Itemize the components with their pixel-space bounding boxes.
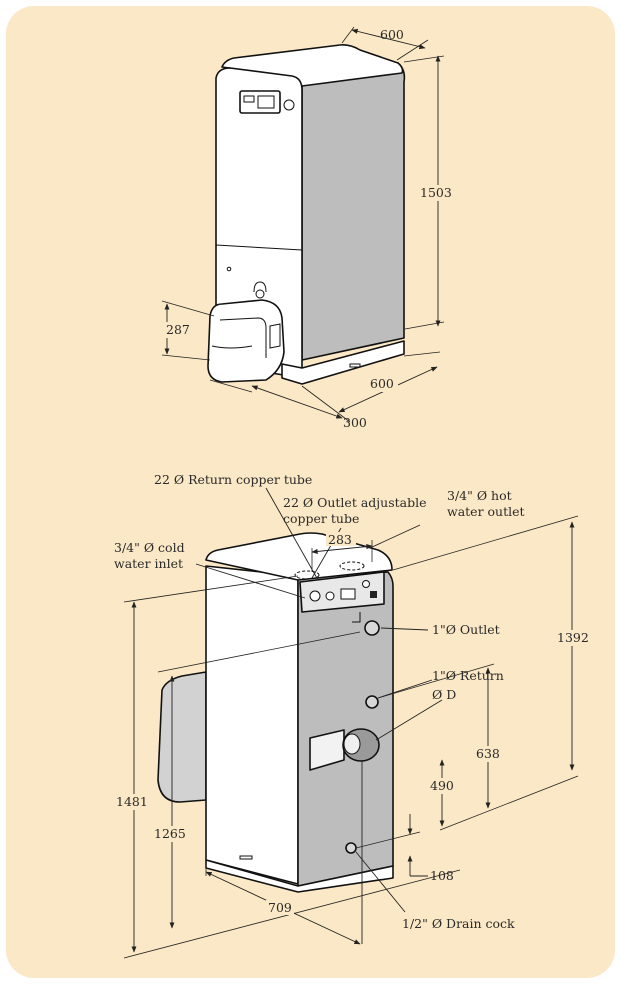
dim-label-490: 490 (430, 778, 454, 793)
extension-line (403, 351, 441, 357)
dim-label-bg (368, 377, 398, 392)
outlet-connector-icon (364, 620, 380, 636)
dim-label-600-bottom: 600 (370, 376, 394, 391)
leader-return-tube (265, 487, 319, 581)
panel-screw-icon (226, 266, 232, 272)
dim-label-1503: 1503 (420, 185, 452, 200)
dim-label-bg (152, 826, 188, 842)
dim-label-1265: 1265 (154, 826, 186, 841)
extension-line (161, 300, 215, 317)
extension-line (123, 575, 299, 603)
dim-label-300: 300 (343, 415, 367, 430)
return-hole-outline (339, 561, 365, 571)
burner-flange (269, 323, 281, 349)
dim-label-108: 108 (430, 868, 454, 883)
dim-line-600-top (351, 28, 426, 50)
burner-ring-icon (255, 289, 265, 299)
boiler-top-front-panel (215, 67, 303, 379)
dim-label-283: 283 (328, 532, 352, 547)
burner-port-inner (343, 733, 361, 755)
leader-diameter-d (375, 699, 443, 741)
boiler-bottom-side-panel (297, 571, 394, 887)
dim-label-709: 709 (268, 900, 292, 915)
pump-icon (340, 588, 356, 600)
boiler-top-panel-seam (215, 244, 303, 251)
leader-drain-cock (355, 851, 406, 913)
label-cold-water-1: 3/4" Ø cold (114, 540, 185, 555)
label-outlet: 1"Ø Outlet (432, 622, 500, 637)
dim-label-bg (164, 322, 190, 338)
extension-line (392, 515, 579, 571)
label-return-copper-tube: 22 Ø Return copper tube (154, 472, 312, 487)
control-switches (257, 95, 275, 109)
dim-label-1392: 1392 (557, 630, 589, 645)
dim-line-283 (311, 544, 373, 554)
background-panel (6, 6, 615, 978)
return-connector-icon (365, 695, 379, 709)
dim-label-1481: 1481 (116, 794, 148, 809)
boiler-bottom-view: 283 1392 638 490 108 1481 1265 (114, 472, 590, 959)
control-display (243, 95, 255, 103)
drain-cock-icon (345, 842, 357, 854)
dim-label-287: 287 (166, 322, 190, 337)
dim-label-bg (418, 185, 448, 201)
extension-line (157, 631, 361, 673)
burner-lifting-eye-icon (253, 281, 267, 293)
leader-outlet (380, 627, 429, 631)
base-slot (239, 855, 253, 860)
dim-label-bg (266, 900, 294, 915)
burner-mount-flange (309, 729, 345, 771)
burner-cover-line (211, 345, 253, 349)
burner-unit (207, 299, 285, 383)
dim-label-bg (474, 746, 502, 762)
boiler-bottom-front-panel (205, 565, 299, 885)
boiler-top-side-panel (301, 62, 406, 361)
label-outlet-copper-tube-2: copper tube (283, 511, 359, 526)
dim-label-bg (114, 794, 150, 810)
dim-line-300 (251, 385, 343, 419)
pipe-stub (352, 612, 361, 623)
connector-block-icon (370, 591, 377, 598)
dim-label-600-top: 600 (380, 27, 404, 42)
leader-hot-water (369, 524, 421, 549)
label-drain-cock: 1/2" Ø Drain cock (402, 916, 515, 931)
fitting-icon (362, 580, 370, 588)
dim-label-bg (556, 630, 590, 646)
control-knob-icon (283, 99, 295, 111)
label-hot-water-2: water outlet (447, 504, 525, 519)
burner-cover-line (219, 317, 267, 358)
outlet-hole-outline (294, 570, 320, 580)
extension-line (355, 831, 421, 849)
label-diameter-d: Ø D (432, 687, 456, 702)
valve-icon (309, 590, 321, 602)
dim-label-638: 638 (476, 746, 500, 761)
dim-label-bg (326, 532, 356, 546)
label-outlet-copper-tube-1: 22 Ø Outlet adjustable (283, 495, 426, 510)
leader-cold-water (195, 563, 306, 599)
label-return: 1"Ø Return (432, 668, 504, 683)
label-cold-water-2: water inlet (114, 556, 183, 571)
burner-rear-housing (157, 671, 207, 803)
boiler-top-view: 600 1503 287 600 300 (161, 26, 452, 430)
valve-icon (325, 591, 335, 601)
dim-label-bg (428, 778, 456, 794)
label-hot-water-1: 3/4" Ø hot (447, 488, 512, 503)
extension-line (439, 775, 579, 831)
extension-line (209, 379, 253, 393)
extension-line (161, 354, 211, 361)
extension-line (377, 663, 495, 699)
boiler-top-base (281, 340, 405, 385)
